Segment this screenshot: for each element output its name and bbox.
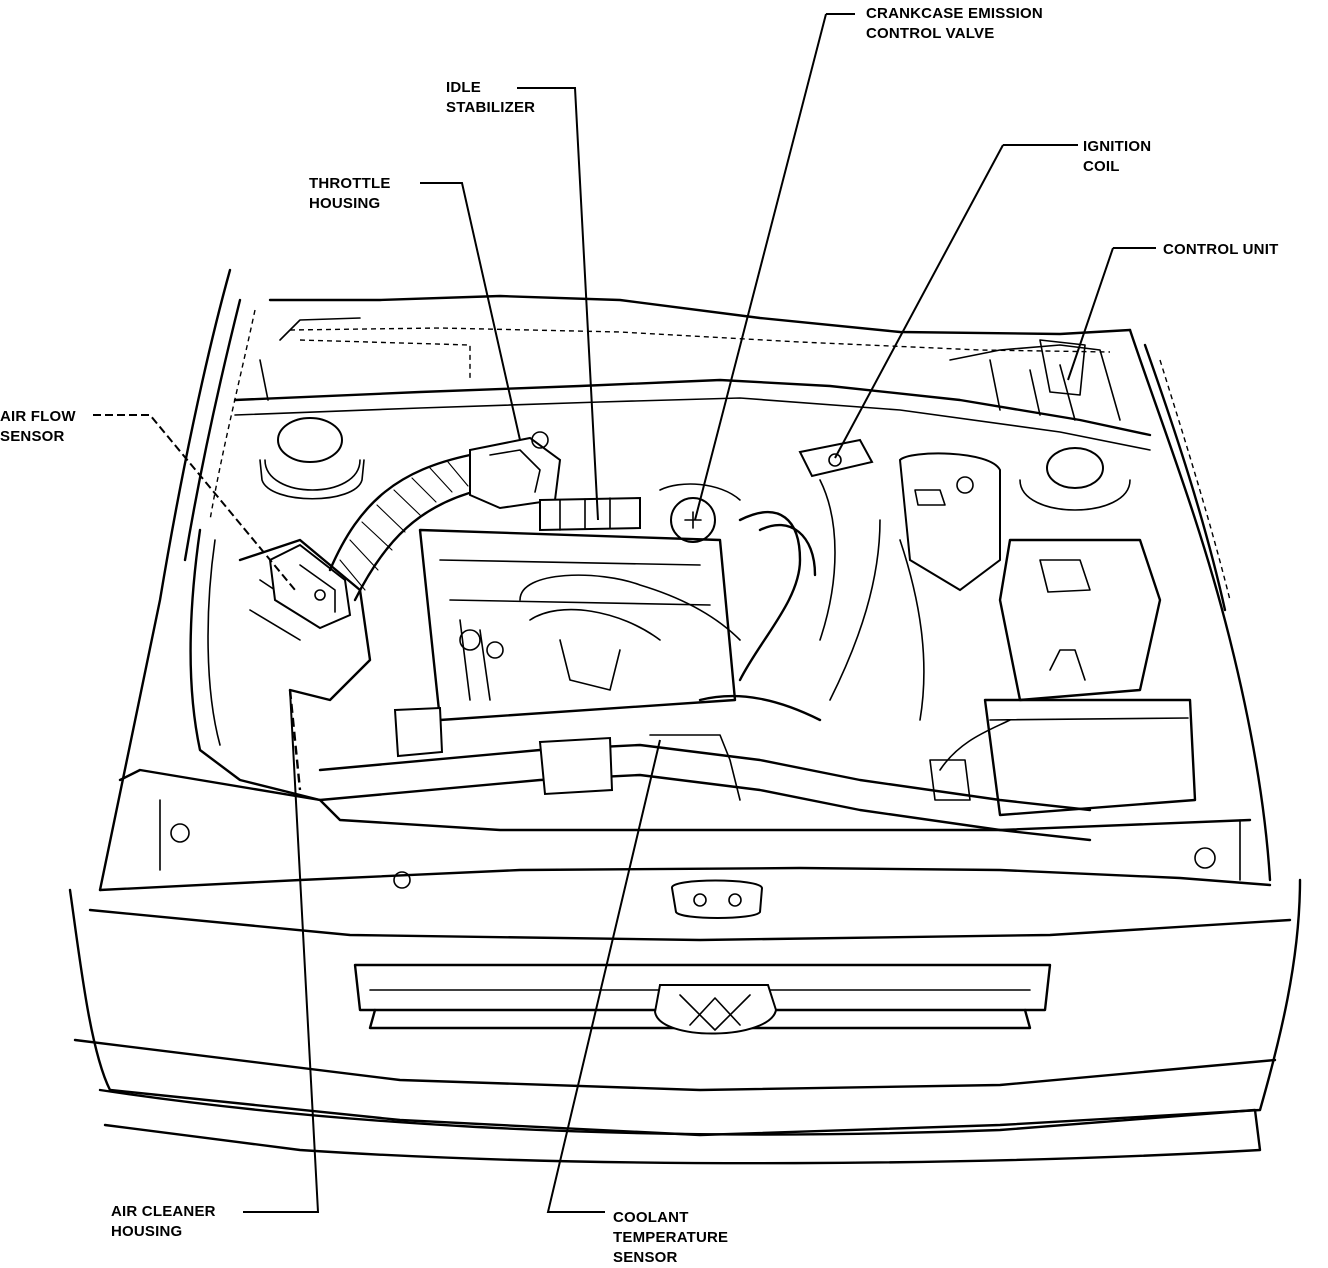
- leader-ignition: [834, 144, 1004, 459]
- throttle-housing: [469, 431, 562, 510]
- firewall: [233, 317, 1152, 451]
- label-airflow-line1: AIR FLOW: [0, 408, 76, 425]
- leader-airflow: [93, 414, 296, 591]
- leader-control: [1067, 247, 1114, 381]
- coolant-reservoir: [998, 447, 1162, 702]
- label-air-cleaner-housing: AIR CLEANER HOUSING: [111, 1202, 216, 1242]
- leader-idle: [517, 87, 599, 521]
- bumper-grille: [68, 878, 1302, 1165]
- label-control-unit: CONTROL UNIT: [1163, 240, 1278, 260]
- label-airflow-line2: SENSOR: [0, 428, 65, 445]
- hoses: [698, 479, 925, 722]
- battery: [929, 698, 1197, 817]
- label-ignition-line2: COIL: [1083, 158, 1120, 175]
- front-panel: [98, 768, 1272, 919]
- idle-stabilizer: [539, 496, 641, 532]
- leader-crankcase: [694, 13, 827, 521]
- label-coolant-line3: SENSOR: [613, 1249, 678, 1266]
- label-throttle-line2: HOUSING: [309, 195, 381, 212]
- label-idle-line1: IDLE: [446, 79, 481, 96]
- label-crankcase-line1: CRANKCASE EMISSION: [866, 5, 1043, 22]
- label-throttle-housing: THROTTLE HOUSING: [309, 174, 391, 214]
- label-coolant-line1: COOLANT: [613, 1209, 689, 1226]
- intake-hose: [328, 453, 482, 602]
- label-crankcase-emission-control-valve: CRANKCASE EMISSION CONTROL VALVE: [866, 4, 1043, 44]
- label-crankcase-line2: CONTROL VALVE: [866, 25, 995, 42]
- label-ignition-coil: IGNITION COIL: [1083, 137, 1151, 177]
- label-aircleaner-line2: HOUSING: [111, 1223, 183, 1240]
- label-air-flow-sensor: AIR FLOW SENSOR: [0, 407, 76, 447]
- leader-coolant: [546, 739, 661, 1213]
- label-throttle-line1: THROTTLE: [309, 175, 391, 192]
- lower-pipes: [318, 706, 1092, 842]
- engine-block: [418, 528, 741, 722]
- label-aircleaner-line1: AIR CLEANER: [111, 1203, 216, 1220]
- leader-lines: [93, 13, 1156, 1213]
- crankcase-valve: [659, 483, 741, 543]
- washer-reservoir: [898, 452, 1001, 592]
- label-coolant-temperature-sensor: COOLANT TEMPERATURE SENSOR: [613, 1208, 728, 1268]
- leader-aircleaner: [243, 689, 320, 1213]
- air-flow-sensor: [268, 543, 352, 630]
- label-ignition-line1: IGNITION: [1083, 138, 1152, 155]
- label-idle-line2: STABILIZER: [446, 99, 536, 116]
- label-idle-stabilizer: IDLE STABILIZER: [446, 78, 535, 118]
- label-coolant-line2: TEMPERATURE: [613, 1229, 729, 1246]
- control-unit-box: [1039, 339, 1086, 396]
- brake-reservoir: [259, 417, 365, 500]
- label-control-unit-line1: CONTROL UNIT: [1163, 241, 1279, 258]
- leader-throttle: [420, 182, 521, 441]
